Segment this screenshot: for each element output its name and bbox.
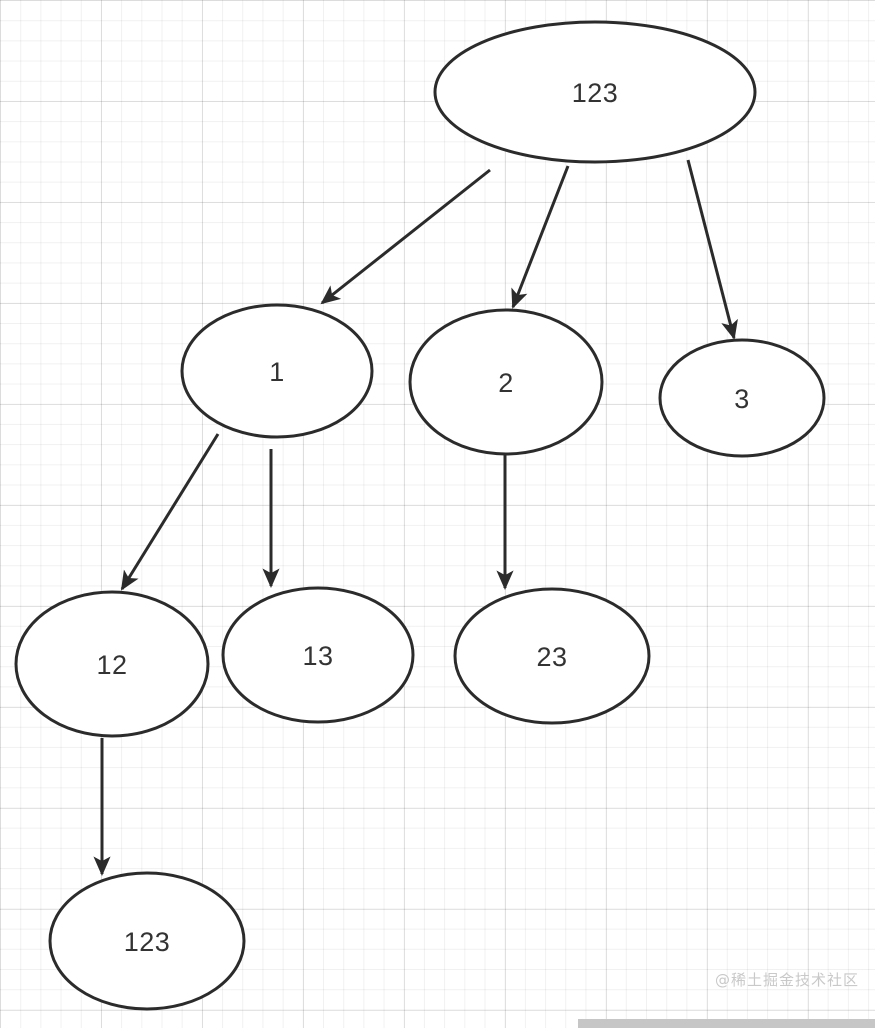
node-1-label: 1: [269, 357, 285, 387]
node-13[interactable]: 13: [221, 586, 415, 724]
node-123-leaf-ellipse[interactable]: [48, 871, 246, 1011]
edge-1-to-12: [120, 433, 220, 591]
node-12[interactable]: 12: [14, 590, 210, 738]
node-2-label: 2: [498, 368, 514, 398]
edge-root-to-3: [686, 159, 738, 340]
edge-root-to-2: [511, 165, 570, 309]
node-3[interactable]: 3: [658, 338, 826, 458]
node-123-leaf[interactable]: 123: [48, 871, 246, 1011]
node-13-label: 13: [302, 641, 333, 671]
horizontal-scrollbar-track[interactable]: [0, 1019, 875, 1028]
node-root-ellipse[interactable]: [433, 20, 757, 164]
node-3-ellipse[interactable]: [658, 338, 826, 458]
node-root[interactable]: 123: [433, 20, 757, 164]
node-123-leaf-label: 123: [124, 927, 171, 957]
node-23[interactable]: 23: [453, 587, 651, 725]
node-13-ellipse[interactable]: [221, 586, 415, 724]
node-group: 123 1 2 3 12 13: [14, 20, 826, 1011]
horizontal-scrollbar-thumb[interactable]: [578, 1019, 875, 1028]
node-12-label: 12: [96, 650, 127, 680]
node-2[interactable]: 2: [408, 308, 604, 456]
edge-group: [93, 159, 738, 876]
node-23-label: 23: [536, 642, 567, 672]
node-1-ellipse[interactable]: [180, 303, 374, 439]
node-root-label: 123: [572, 78, 619, 108]
edge-root-to-1: [320, 168, 491, 305]
watermark-label: @稀土掘金技术社区: [714, 971, 859, 989]
node-3-label: 3: [734, 384, 750, 414]
node-1[interactable]: 1: [180, 303, 374, 439]
node-2-ellipse[interactable]: [408, 308, 604, 456]
node-12-ellipse[interactable]: [14, 590, 210, 738]
node-23-ellipse[interactable]: [453, 587, 651, 725]
